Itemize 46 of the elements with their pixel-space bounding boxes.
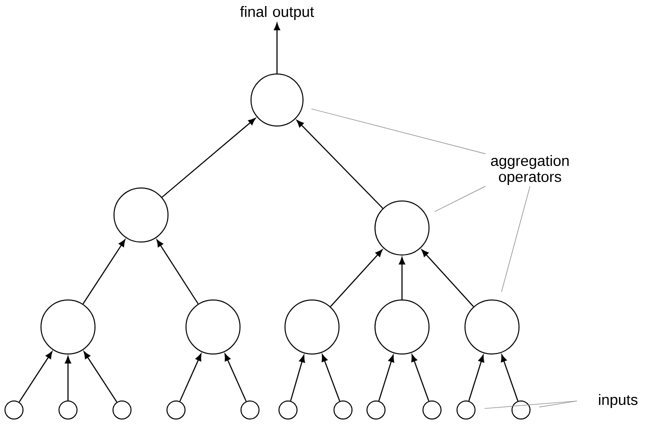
leader-line [501, 186, 530, 292]
arrow [18, 351, 52, 402]
arrow [468, 354, 484, 402]
operator-circle [250, 74, 304, 126]
arrow [224, 354, 247, 402]
input-circle [166, 400, 186, 420]
arrow [500, 354, 518, 402]
operator-circle [40, 300, 96, 354]
leader-line [434, 186, 486, 212]
input-circle [512, 400, 530, 420]
operator-circle [374, 300, 430, 354]
leader-line [311, 108, 486, 154]
arrow [162, 118, 256, 198]
input-circle [456, 400, 476, 420]
annotation-text: aggregation operators [491, 155, 569, 185]
leader-line [484, 400, 578, 409]
operator-circle [464, 300, 520, 354]
annotation-text: inputs [599, 394, 638, 408]
arrow [411, 354, 430, 402]
arrow [64, 356, 72, 400]
operator-circle [374, 200, 430, 256]
arrow [82, 239, 126, 304]
input-circle [58, 400, 78, 420]
operator-circle [284, 300, 340, 354]
arrow [179, 354, 202, 402]
arrow [398, 257, 406, 300]
arrow [421, 249, 474, 308]
arrow [330, 249, 383, 308]
input-circle [422, 400, 442, 420]
operator-circle [114, 188, 168, 242]
arrow [378, 354, 394, 402]
arrow [290, 354, 305, 402]
input-circle [240, 400, 260, 420]
input-circle [366, 400, 386, 420]
operator-circle [186, 300, 240, 354]
input-circle [334, 400, 352, 420]
arrow [274, 22, 280, 74]
arrow [296, 120, 384, 209]
leader-line [538, 400, 578, 408]
final-output-label: final output [240, 6, 314, 20]
input-circle [112, 400, 132, 420]
arrow [84, 351, 118, 402]
arrow [156, 239, 199, 304]
input-circle [4, 400, 24, 420]
arrow [322, 354, 340, 402]
input-circle [278, 400, 298, 420]
